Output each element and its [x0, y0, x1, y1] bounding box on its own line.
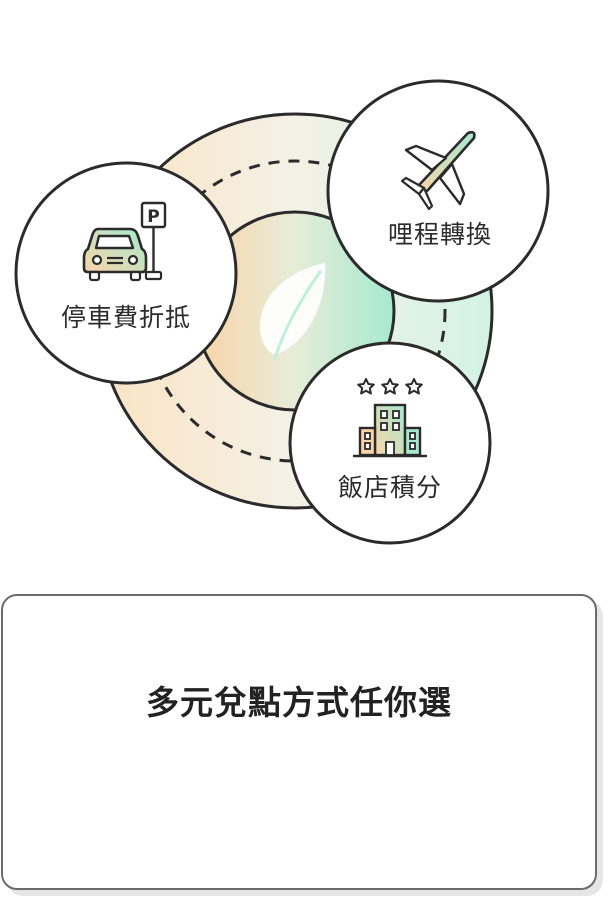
hotel-label: 飯店積分: [338, 473, 442, 502]
hotel-bubble[interactable]: 飯店積分: [290, 343, 490, 543]
card-title: 多元兌點方式任你選: [3, 676, 595, 724]
info-card: 多元兌點方式任你選: [1, 594, 597, 890]
miles-bubble[interactable]: 哩程轉換: [328, 81, 548, 301]
parking-sign-letter: P: [147, 207, 159, 227]
redemption-illustration: P 停車費折抵 哩程轉換: [0, 0, 608, 560]
parking-label: 停車費折抵: [61, 303, 191, 332]
miles-label: 哩程轉換: [388, 220, 492, 249]
parking-bubble[interactable]: P 停車費折抵: [16, 163, 236, 383]
star-rating-icon: [358, 379, 422, 394]
